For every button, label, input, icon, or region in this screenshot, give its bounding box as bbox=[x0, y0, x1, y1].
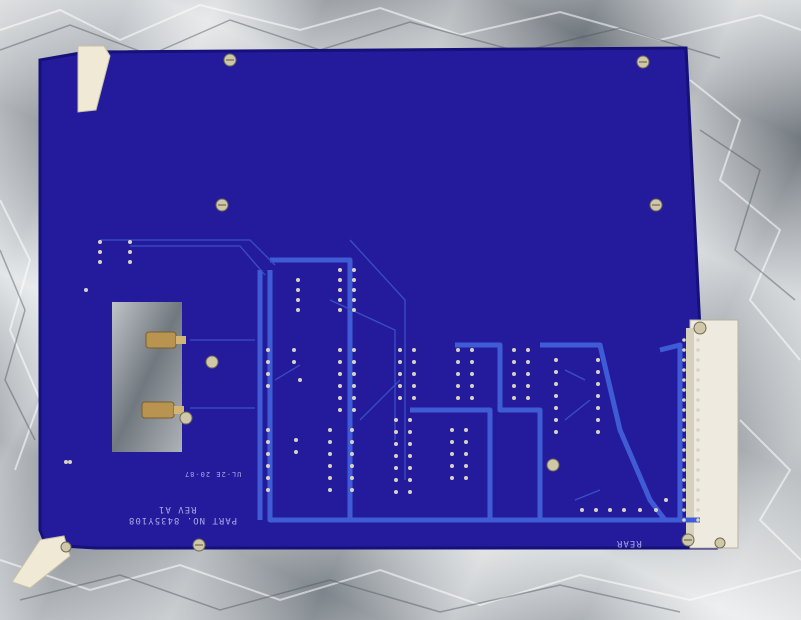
mounting-screws bbox=[60, 53, 726, 553]
silkscreen-part-number: PART NO. 8435Y108 bbox=[128, 515, 238, 525]
coax-connector-upper bbox=[145, 331, 186, 349]
coax-connector-lower bbox=[141, 401, 184, 419]
screw bbox=[179, 411, 193, 425]
connector-pins bbox=[682, 338, 700, 522]
silkscreen-rev: REV A1 bbox=[158, 504, 197, 514]
edge-connector bbox=[689, 319, 739, 549]
pcb-board bbox=[40, 48, 716, 548]
screw bbox=[546, 458, 560, 472]
corner-bracket-top-left bbox=[77, 45, 111, 113]
pin-row bbox=[296, 268, 356, 312]
screw bbox=[693, 321, 707, 335]
screw bbox=[205, 355, 219, 369]
corner-bracket-bottom-left bbox=[11, 535, 71, 589]
screw bbox=[60, 541, 72, 553]
silkscreen-code: UL-2E 20-87 bbox=[184, 470, 242, 478]
screw bbox=[714, 537, 726, 549]
silkscreen-rear: REAR bbox=[616, 538, 642, 548]
